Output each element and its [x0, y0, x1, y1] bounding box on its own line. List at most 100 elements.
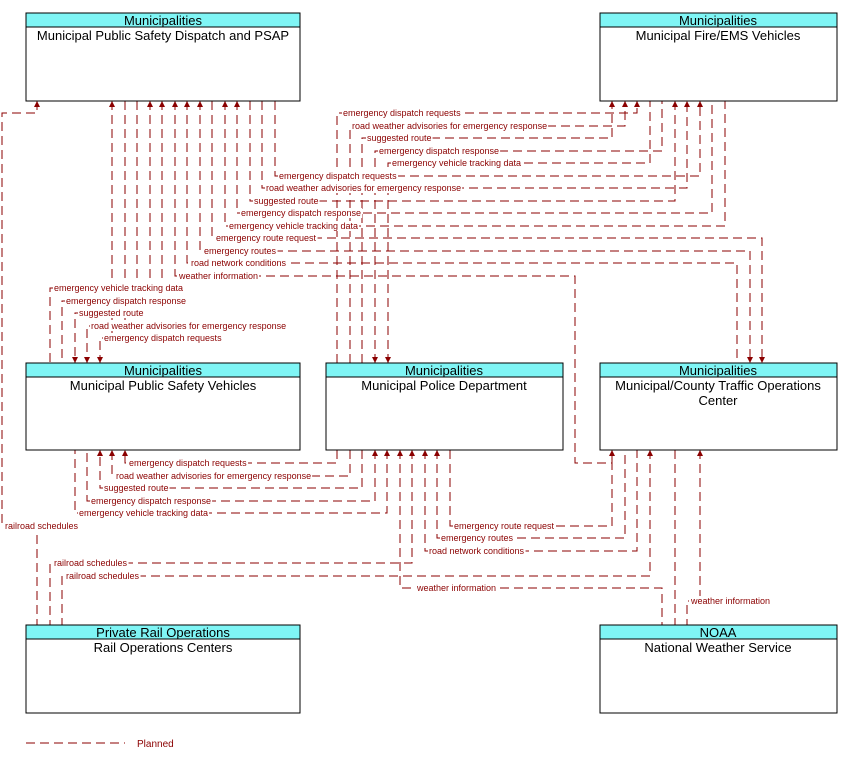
- node-rail-operations[interactable]: Private Rail Operations Rail Operations …: [25, 624, 301, 714]
- flow-label-backing: [366, 133, 433, 143]
- node-title: Municipal Public Safety Dispatch and PSA…: [37, 28, 289, 43]
- flow-line: [374, 101, 663, 363]
- flow-line: [399, 450, 663, 625]
- node-psap[interactable]: Municipalities Municipal Public Safety D…: [25, 12, 301, 102]
- flow-line: [74, 450, 388, 514]
- flow-label: emergency vehicle tracking data: [392, 158, 521, 168]
- flow-label: emergency vehicle tracking data: [229, 221, 358, 231]
- flow-label: emergency routes: [204, 246, 277, 256]
- flow-label: weather information: [416, 583, 496, 593]
- node-category: Municipalities: [124, 13, 203, 28]
- node-title: Municipal Fire/EMS Vehicles: [636, 28, 801, 43]
- flow-label-backing: [128, 458, 249, 468]
- flow-label-backing: [428, 546, 526, 556]
- flow-line: [224, 101, 726, 227]
- flow-label-backing: [351, 121, 549, 131]
- flow-label-backing: [103, 483, 170, 493]
- flow-label: road weather advisories for emergency re…: [352, 121, 547, 131]
- flow-label-backing: [342, 108, 463, 118]
- flow-line: [49, 450, 413, 625]
- flow-label: emergency vehicle tracking data: [54, 283, 183, 293]
- flow-label-backing: [253, 196, 320, 206]
- flow-label-backing: [240, 208, 363, 218]
- node-public-safety-vehicles[interactable]: Municipalities Municipal Public Safety V…: [25, 362, 301, 451]
- node-category: Private Rail Operations: [96, 625, 230, 640]
- flow-label-backing: [378, 146, 501, 156]
- flow-label: emergency dispatch response: [379, 146, 499, 156]
- flow-label-backing: [689, 596, 772, 606]
- flow-label-backing: [53, 558, 129, 568]
- flow-line: [449, 450, 613, 527]
- node-traffic-operations-center[interactable]: Municipalities Municipal/County Traffic …: [599, 362, 838, 451]
- flow-label-backing: [177, 271, 260, 281]
- flow-label: emergency routes: [441, 533, 514, 543]
- flow-label-backing: [203, 246, 278, 256]
- flow-label: suggested route: [367, 133, 432, 143]
- node-title: Municipal Police Department: [361, 378, 527, 393]
- flow-line: [336, 101, 638, 363]
- flow-label: weather information: [178, 271, 258, 281]
- flow-line: [199, 101, 751, 363]
- flow-label: road network conditions: [429, 546, 525, 556]
- flow-line: [1, 101, 38, 625]
- flow-label-backing: [453, 521, 556, 531]
- flow-label-backing: [228, 221, 360, 231]
- flow-label: suggested route: [79, 308, 144, 318]
- node-category: Municipalities: [405, 363, 484, 378]
- flow-label-backing: [265, 183, 463, 193]
- flow-line: [249, 101, 676, 202]
- flow-label: emergency dispatch requests: [279, 171, 397, 181]
- flow-labels: emergency dispatch requests road weather…: [4, 108, 772, 606]
- flow-label: railroad schedules: [54, 558, 128, 568]
- flow-line: [61, 450, 651, 625]
- flow-label: road weather advisories for emergency re…: [91, 321, 286, 331]
- flow-label-backing: [53, 283, 185, 293]
- node-fire-ems[interactable]: Municipalities Municipal Fire/EMS Vehicl…: [599, 12, 838, 102]
- flow-label: railroad schedules: [5, 521, 79, 531]
- flow-line: [236, 101, 713, 214]
- flow-label-backing: [78, 308, 145, 318]
- flow-label: emergency dispatch response: [241, 208, 361, 218]
- flow-label: emergency dispatch response: [66, 296, 186, 306]
- flow-label: suggested route: [104, 483, 169, 493]
- flow-label: emergency dispatch requests: [104, 333, 222, 343]
- flow-line: [424, 450, 638, 552]
- node-category: Municipalities: [124, 363, 203, 378]
- flow-line: [186, 101, 738, 363]
- flow-label: road network conditions: [191, 258, 287, 268]
- node-category: NOAA: [700, 625, 737, 640]
- node-category: Municipalities: [679, 13, 758, 28]
- flow-label-backing: [4, 521, 80, 531]
- flow-label-backing: [440, 533, 515, 543]
- flow-line: [274, 101, 701, 177]
- flow-line: [99, 450, 363, 489]
- flow-line: [211, 101, 763, 363]
- node-category: Municipalities: [679, 363, 758, 378]
- node-title-line2: Center: [698, 393, 738, 408]
- flow-label: road weather advisories for emergency re…: [116, 471, 311, 481]
- node-title: Municipal/County Traffic Operations: [615, 378, 821, 393]
- legend-label: Planned: [137, 739, 174, 750]
- flow-label-backing: [78, 508, 210, 518]
- flow-label: emergency dispatch requests: [129, 458, 247, 468]
- flow-label: emergency dispatch response: [91, 496, 211, 506]
- flow-line: [174, 101, 613, 464]
- flow-label-backing: [103, 333, 224, 343]
- flow-line: [86, 450, 376, 502]
- node-police-department[interactable]: Municipalities Municipal Police Departme…: [325, 362, 564, 451]
- flow-label-backing: [215, 233, 318, 243]
- flow-label: road weather advisories for emergency re…: [266, 183, 461, 193]
- flow-line: [261, 101, 688, 189]
- legend: Planned: [26, 739, 174, 750]
- node-noaa[interactable]: NOAA National Weather Service: [599, 624, 838, 714]
- flow-label-backing: [115, 471, 313, 481]
- flow-line: [436, 450, 626, 539]
- flow-label-backing: [90, 496, 213, 506]
- flow-label: emergency vehicle tracking data: [79, 508, 208, 518]
- arrowheads: [34, 101, 765, 456]
- flow-label-backing: [190, 258, 288, 268]
- flow-label: emergency dispatch requests: [343, 108, 461, 118]
- flow-label-backing: [90, 321, 288, 331]
- flow-lines: [1, 101, 763, 625]
